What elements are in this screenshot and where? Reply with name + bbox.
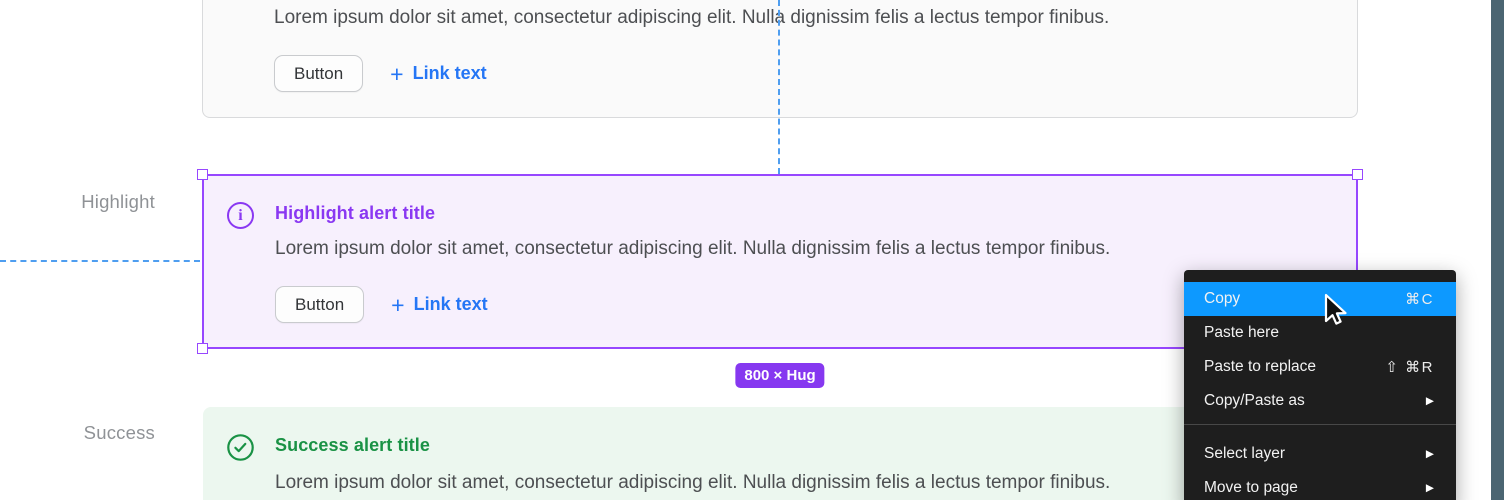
menu-item-select-layer[interactable]: Select layer ▶ [1184,437,1456,471]
menu-item-label: Copy [1204,290,1241,307]
plus-icon: + [391,291,405,318]
selection-handle-top-right[interactable] [1352,169,1363,180]
alert-card-highlight[interactable]: i Highlight alert title Lorem ipsum dolo… [203,175,1357,348]
alert-card-success[interactable]: Success alert title Lorem ipsum dolor si… [203,407,1357,500]
alert-button-label: Button [295,294,345,314]
side-panel-edge [1491,0,1504,500]
plus-icon: + [390,60,404,87]
alert-body-text: Lorem ipsum dolor sit amet, consectetur … [275,238,1111,259]
alert-button-label: Button [294,63,344,83]
menu-separator [1184,424,1456,425]
menu-item-copy-paste-as[interactable]: Copy/Paste as ▶ [1184,384,1456,418]
alert-link-label: Link text [412,63,487,83]
check-circle-icon [227,434,254,461]
info-circle-icon: i [227,202,254,229]
menu-item-label: Move to page [1204,479,1298,496]
horizontal-center-guide [0,260,200,262]
menu-item-paste-to-replace[interactable]: Paste to replace ⇧ ⌘R [1184,350,1456,384]
submenu-arrow-icon: ▶ [1425,395,1434,407]
menu-item-label: Select layer [1204,445,1285,462]
menu-shortcut: ⌘C [1405,291,1434,308]
selection-handle-bottom-left[interactable] [197,343,208,354]
menu-item-paste-here[interactable]: Paste here [1184,316,1456,350]
row-label-highlight: Highlight [81,191,155,212]
alert-card-default[interactable]: Lorem ipsum dolor sit amet, consectetur … [202,0,1358,118]
menu-item-label: Paste here [1204,324,1279,341]
menu-item-label: Paste to replace [1204,358,1317,375]
alert-body-text: Lorem ipsum dolor sit amet, consectetur … [274,7,1110,28]
menu-shortcut: ⇧ ⌘R [1385,359,1434,376]
selection-size-badge: 800 × Hug [735,363,825,388]
menu-item-label: Copy/Paste as [1204,392,1305,409]
alert-title: Success alert title [275,435,430,455]
menu-item-copy[interactable]: Copy ⌘C [1184,282,1456,316]
alert-link-label: Link text [413,294,488,314]
menu-item-move-to-page[interactable]: Move to page ▶ [1184,471,1456,500]
alert-button[interactable]: Button [275,286,365,323]
selection-handle-top-left[interactable] [197,169,208,180]
alert-title: Highlight alert title [275,203,436,223]
info-glyph: i [238,206,243,224]
row-label-success: Success [83,422,155,443]
context-menu: Copy ⌘C Paste here Paste to replace ⇧ ⌘R… [1184,270,1456,500]
submenu-arrow-icon: ▶ [1425,448,1434,460]
alert-link[interactable]: + Link text [390,60,487,87]
alert-body-text: Lorem ipsum dolor sit amet, consectetur … [275,472,1111,493]
vertical-center-guide [778,0,780,174]
alert-button[interactable]: Button [274,55,364,92]
submenu-arrow-icon: ▶ [1425,482,1434,494]
alert-link[interactable]: + Link text [391,291,488,318]
